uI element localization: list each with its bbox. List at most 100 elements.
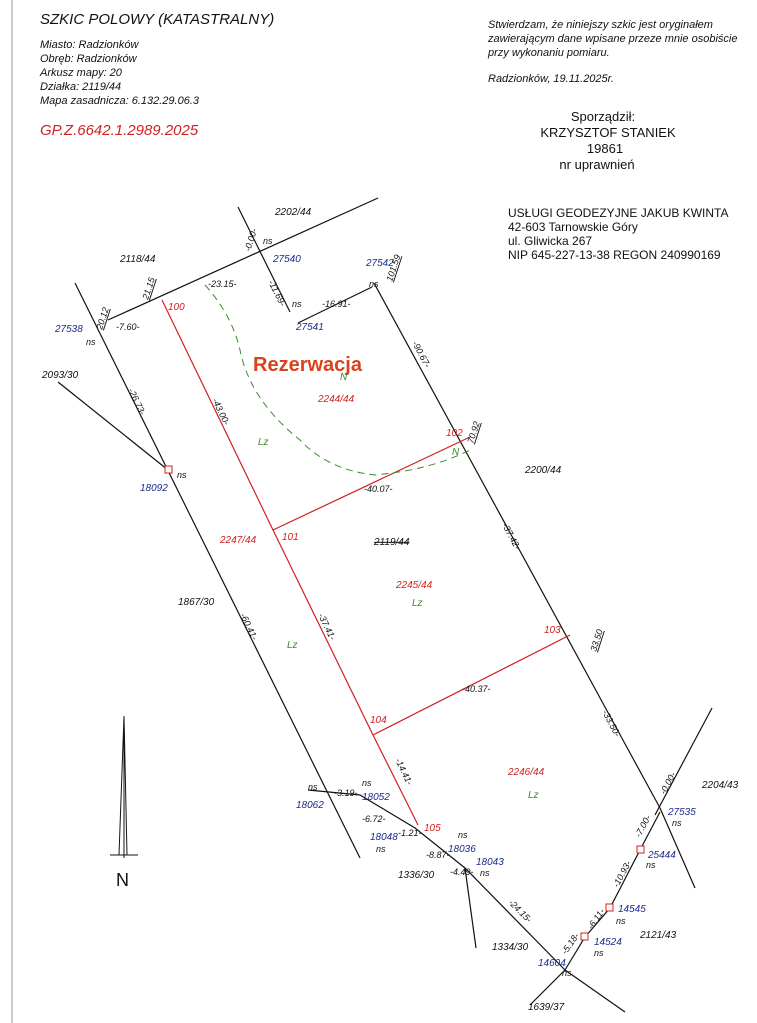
ns-label: ns	[292, 299, 302, 309]
marker-14545	[605, 903, 614, 912]
cert-line-1: Stwierdzam, że niniejszy szkic jest oryg…	[488, 19, 713, 31]
measurement-0-00-top: -0.00-	[242, 227, 259, 252]
certification-block: Stwierdzam, że niniejszy szkic jest oryg…	[487, 19, 737, 85]
ns-label: ns	[616, 916, 626, 926]
boundary-top	[107, 197, 379, 321]
division-line-101-102	[272, 436, 471, 531]
reservation-dashed-line	[204, 284, 471, 476]
measurement-26-73: -26.73-	[126, 386, 147, 416]
point-103: 103	[544, 625, 561, 636]
company-ids: NIP 645-227-13-38 REGON 240990169	[508, 248, 721, 262]
point-18048: 18048	[370, 832, 398, 843]
marker-25444	[636, 845, 645, 854]
point-18052: 18052	[362, 792, 390, 803]
parcel-labels: 2202/44 2118/44 2093/30 1867/30 2200/44 …	[41, 207, 739, 1013]
ns-label: ns	[376, 844, 386, 854]
measurement-40-07: -40.07-	[364, 484, 393, 494]
point-14604: 14604	[538, 958, 566, 969]
land-use-lz: Lz	[258, 437, 269, 448]
parcel-2121-43: 2121/43	[639, 930, 677, 941]
point-100: 100	[168, 302, 185, 313]
measurement-8-87: -8.87-	[426, 850, 450, 860]
point-27540: 27540	[272, 254, 301, 265]
measurement-70-92: 70.92	[465, 420, 481, 445]
ns-label: ns	[177, 470, 187, 480]
cert-line-2: zawierającym dane wpisane przeze mnie os…	[487, 33, 737, 45]
measurement-1-21: -1.21-	[398, 828, 422, 838]
point-27542: 27542	[365, 258, 394, 269]
point-markers	[164, 465, 645, 941]
land-use-lz: Lz	[412, 598, 423, 609]
measurement-90-67: -90.67-	[410, 339, 432, 369]
point-18043: 18043	[476, 857, 504, 868]
ns-label: ns	[480, 868, 490, 878]
parcel-1867-30: 1867/30	[178, 597, 215, 608]
land-use-n: N	[340, 372, 348, 383]
info-district: Obręb: Radzionków	[40, 53, 138, 65]
boundary-1639-left	[529, 969, 566, 1006]
measurement-6-11: -6.11-	[585, 907, 606, 931]
marker-18092	[164, 465, 173, 474]
reservation-label: Rezerwacja	[253, 354, 363, 376]
land-use-labels: Lz Lz Lz Lz N N	[258, 372, 539, 801]
new-parcel-2245-44: 2245/44	[395, 580, 433, 591]
point-14524: 14524	[594, 937, 622, 948]
boundary-2093	[57, 381, 169, 471]
ns-label: ns	[594, 948, 604, 958]
boundary-right	[373, 282, 661, 809]
cadastral-boundaries	[57, 197, 713, 1013]
division-point-numbers: 100 101 102 103 104 105	[168, 302, 561, 834]
parcel-2202-44: 2202/44	[274, 207, 312, 218]
measurement-16-91: -16.91-	[322, 299, 351, 309]
measurement-20-12: 20.12	[94, 306, 111, 331]
parcel-2119-44-old: 2119/44	[373, 537, 410, 548]
boundary-left-long	[74, 282, 361, 859]
new-parcel-2247-44: 2247/44	[219, 535, 257, 546]
parcel-1639-37: 1639/37	[528, 1002, 565, 1013]
point-14545: 14545	[618, 904, 646, 915]
point-25444: 25444	[647, 850, 676, 861]
parcel-2093-30: 2093/30	[41, 370, 79, 381]
measurement-33-50-top: 33.50	[588, 628, 604, 653]
boundary-bottom	[307, 789, 566, 971]
cert-line-3: przy wykonaniu pomiaru.	[487, 47, 610, 59]
north-arrow: N	[110, 715, 138, 890]
boundary-27535	[659, 807, 696, 889]
author-label: Sporządził:	[571, 109, 635, 124]
ns-label: ns	[86, 337, 96, 347]
measurement-11-69: -11.69-	[266, 278, 288, 307]
point-27538: 27538	[54, 324, 83, 335]
ns-label: ns	[672, 818, 682, 828]
parcel-2204-43: 2204/43	[701, 780, 739, 791]
measurement-3-19: -3.19-	[334, 788, 358, 798]
company-block: USŁUGI GEODEZYJNE JAKUB KWINTA 42-603 Ta…	[508, 206, 728, 262]
parcel-1336-30: 1336/30	[398, 870, 435, 881]
division-west-line	[161, 299, 419, 826]
ns-label: ns	[362, 778, 372, 788]
north-label: N	[116, 870, 129, 890]
license-label: nr uprawnień	[559, 157, 634, 172]
ns-label: ns	[458, 830, 468, 840]
ns-label: ns	[263, 236, 273, 246]
boundary-27540	[237, 206, 291, 313]
info-base-map: Mapa zasadnicza: 6.132.29.06.3	[40, 95, 200, 107]
ns-label: ns	[562, 968, 572, 978]
measurement-37-42: -37.42-	[500, 521, 522, 551]
point-104: 104	[370, 715, 387, 726]
point-18092: 18092	[140, 483, 168, 494]
author-block: Sporządził: KRZYSZTOF STANIEK 19861 nr u…	[540, 109, 676, 172]
measurement-6-72: -6.72-	[362, 814, 386, 824]
measurements: -23.15- -7.60- -11.69- -16.91- 101.59 -9…	[94, 227, 678, 956]
measurement-40-37: -40.37-	[462, 684, 491, 694]
ns-label: ns	[308, 782, 318, 792]
boundary-27541	[297, 286, 373, 324]
point-18062: 18062	[296, 800, 324, 811]
measurement-24-15: -24.15-	[507, 897, 534, 924]
ns-label: ns	[646, 860, 656, 870]
info-parcel: Działka: 2119/44	[40, 81, 121, 93]
division-lines	[161, 299, 571, 826]
document-number: GP.Z.6642.1.2989.2025	[40, 122, 199, 139]
info-sheet: Arkusz mapy: 20	[39, 67, 123, 79]
parcel-2118-44: 2118/44	[119, 254, 156, 265]
